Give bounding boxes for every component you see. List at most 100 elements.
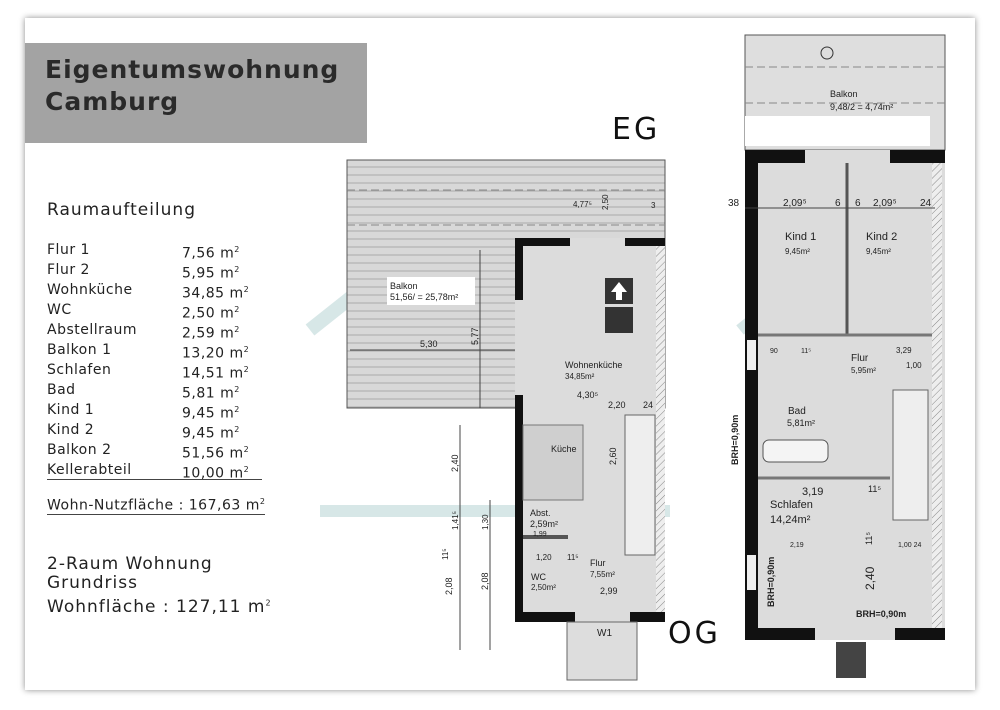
dim: 3 <box>651 201 656 210</box>
title-box: Eigentumswohnung Camburg <box>25 43 367 143</box>
dim: 4,77⁵ <box>573 200 592 209</box>
og-schlafen-area: 14,24m² <box>770 514 811 526</box>
apartment-subtitle: Grundriss <box>47 573 138 593</box>
plant-icon <box>820 46 834 60</box>
dim: 38 <box>728 198 740 209</box>
dim: 11⁵ <box>864 532 874 545</box>
sup: 2 <box>243 465 250 474</box>
room-area-value: 5,81 m <box>182 385 235 402</box>
eg-flur-area: 7,55m² <box>590 570 615 579</box>
eg-floorplan: Balkon 51,56/ = 25,78m² Wohnenküche 34,8… <box>346 159 666 681</box>
sup: 2 <box>243 285 250 294</box>
dim: 2,40 <box>863 566 877 590</box>
brh-label: BRH=0,90m <box>856 609 906 619</box>
brh-label: BRH=0,90m <box>730 415 740 465</box>
room-name: Abstellraum <box>47 322 137 338</box>
sup: 2 <box>234 245 240 254</box>
og-bad-label: Bad <box>788 406 806 417</box>
room-name: Balkon 2 <box>47 442 112 458</box>
dim: 2,09⁵ <box>873 198 897 209</box>
sup: 2 <box>234 305 240 314</box>
room-area: 34,85 m2 <box>182 280 262 302</box>
room-row: Kind 2 9,45 m2 <box>47 420 262 442</box>
room-row: Wohnküche 34,85 m2 <box>47 280 262 302</box>
dim: 5,30 <box>420 339 438 349</box>
living-area-text: Wohnfläche : 127,11 m <box>47 597 266 617</box>
room-area: 9,45 m2 <box>182 420 262 442</box>
room-name: Kind 1 <box>47 402 95 418</box>
og-floorplan: Balkon 9,48/2 = 4,74m² Kind 1 9,45m² Kin… <box>728 34 946 678</box>
emergency-exit-icon <box>605 307 633 333</box>
living-area: Wohnfläche : 127,11 m2 <box>47 597 272 617</box>
eg-flur-label: Flur <box>590 558 606 568</box>
room-area: 2,50 m2 <box>182 300 262 322</box>
dim: 1,00 24 <box>898 542 921 549</box>
eg-wohn-area: 34,85m² <box>565 372 595 381</box>
room-area-value: 9,45 m <box>182 425 235 442</box>
room-area: 5,95 m2 <box>182 260 262 282</box>
dim: 2,08 <box>480 572 490 590</box>
eg-abst-area: 2,59m² <box>530 519 558 529</box>
room-area-value: 13,20 m <box>182 345 244 362</box>
dim: 2,50 <box>601 194 610 210</box>
room-row: Balkon 2 51,56 m2 <box>47 440 262 462</box>
room-area: 5,81 m2 <box>182 380 262 402</box>
room-area-value: 14,51 m <box>182 365 244 382</box>
dim: 2,19 <box>790 542 804 549</box>
room-name: Kellerabteil <box>47 462 132 478</box>
room-area: 13,20 m2 <box>182 340 262 362</box>
og-flur-area: 5,95m² <box>851 366 876 375</box>
dim: 1,00 <box>906 361 922 370</box>
eg-balkon-area: 51,56/ = 25,78m² <box>390 292 458 302</box>
room-area-value: 10,00 m <box>182 465 244 482</box>
og-schlafen-label: Schlafen <box>770 499 813 511</box>
og-flur-label: Flur <box>851 353 869 364</box>
dim: 6 <box>835 198 841 209</box>
dim: 2,08 <box>444 577 454 595</box>
dim: 3,29 <box>896 346 912 355</box>
room-area: 7,56 m2 <box>182 240 262 262</box>
stairs <box>624 414 656 556</box>
eg-abst-label: Abst. <box>530 508 551 518</box>
emergency-exit-icon <box>836 642 866 678</box>
sup: 2 <box>259 497 266 506</box>
dim: 2,09⁵ <box>783 198 807 209</box>
room-area-value: 34,85 m <box>182 285 244 302</box>
room-area-value: 51,56 m <box>182 445 244 462</box>
dim: 11⁵ <box>868 484 881 494</box>
sup: 2 <box>243 445 250 454</box>
room-row: Kellerabteil 10,00 m2 <box>47 460 262 482</box>
og-balkon-area: 9,48/2 = 4,74m² <box>830 102 893 112</box>
og-stairs <box>892 389 929 521</box>
eg-balkon-label: Balkon <box>390 281 418 291</box>
og-bad-area: 5,81m² <box>787 418 815 428</box>
og-kind1-label: Kind 1 <box>785 231 816 243</box>
title-line1: Eigentumswohnung <box>45 55 340 84</box>
room-name: Schlafen <box>47 362 112 378</box>
sup: 2 <box>234 405 240 414</box>
eg-wohn-label: Wohnenküche <box>565 360 622 370</box>
eg-wc-label: WC <box>531 572 546 582</box>
sup: 2 <box>265 598 272 608</box>
dim: 2,60 <box>608 447 618 465</box>
room-row: Schlafen 14,51 m2 <box>47 360 262 382</box>
sup: 2 <box>243 365 250 374</box>
section-title: Raumaufteilung <box>47 200 196 220</box>
eg-kueche-label: Küche <box>551 444 577 454</box>
room-name: Wohnküche <box>47 282 133 298</box>
room-name: Kind 2 <box>47 422 95 438</box>
dim: 1,20 <box>536 553 552 562</box>
room-area-value: 2,50 m <box>182 305 235 322</box>
room-name: Balkon 1 <box>47 342 112 358</box>
eg-entrance-label: W1 <box>597 628 612 639</box>
eg-wc-area: 2,50m² <box>531 583 556 592</box>
dim: 24 <box>643 400 653 410</box>
og-kind2-label: Kind 2 <box>866 231 897 243</box>
og-balkon-label: Balkon <box>830 89 858 99</box>
sup: 2 <box>234 425 240 434</box>
